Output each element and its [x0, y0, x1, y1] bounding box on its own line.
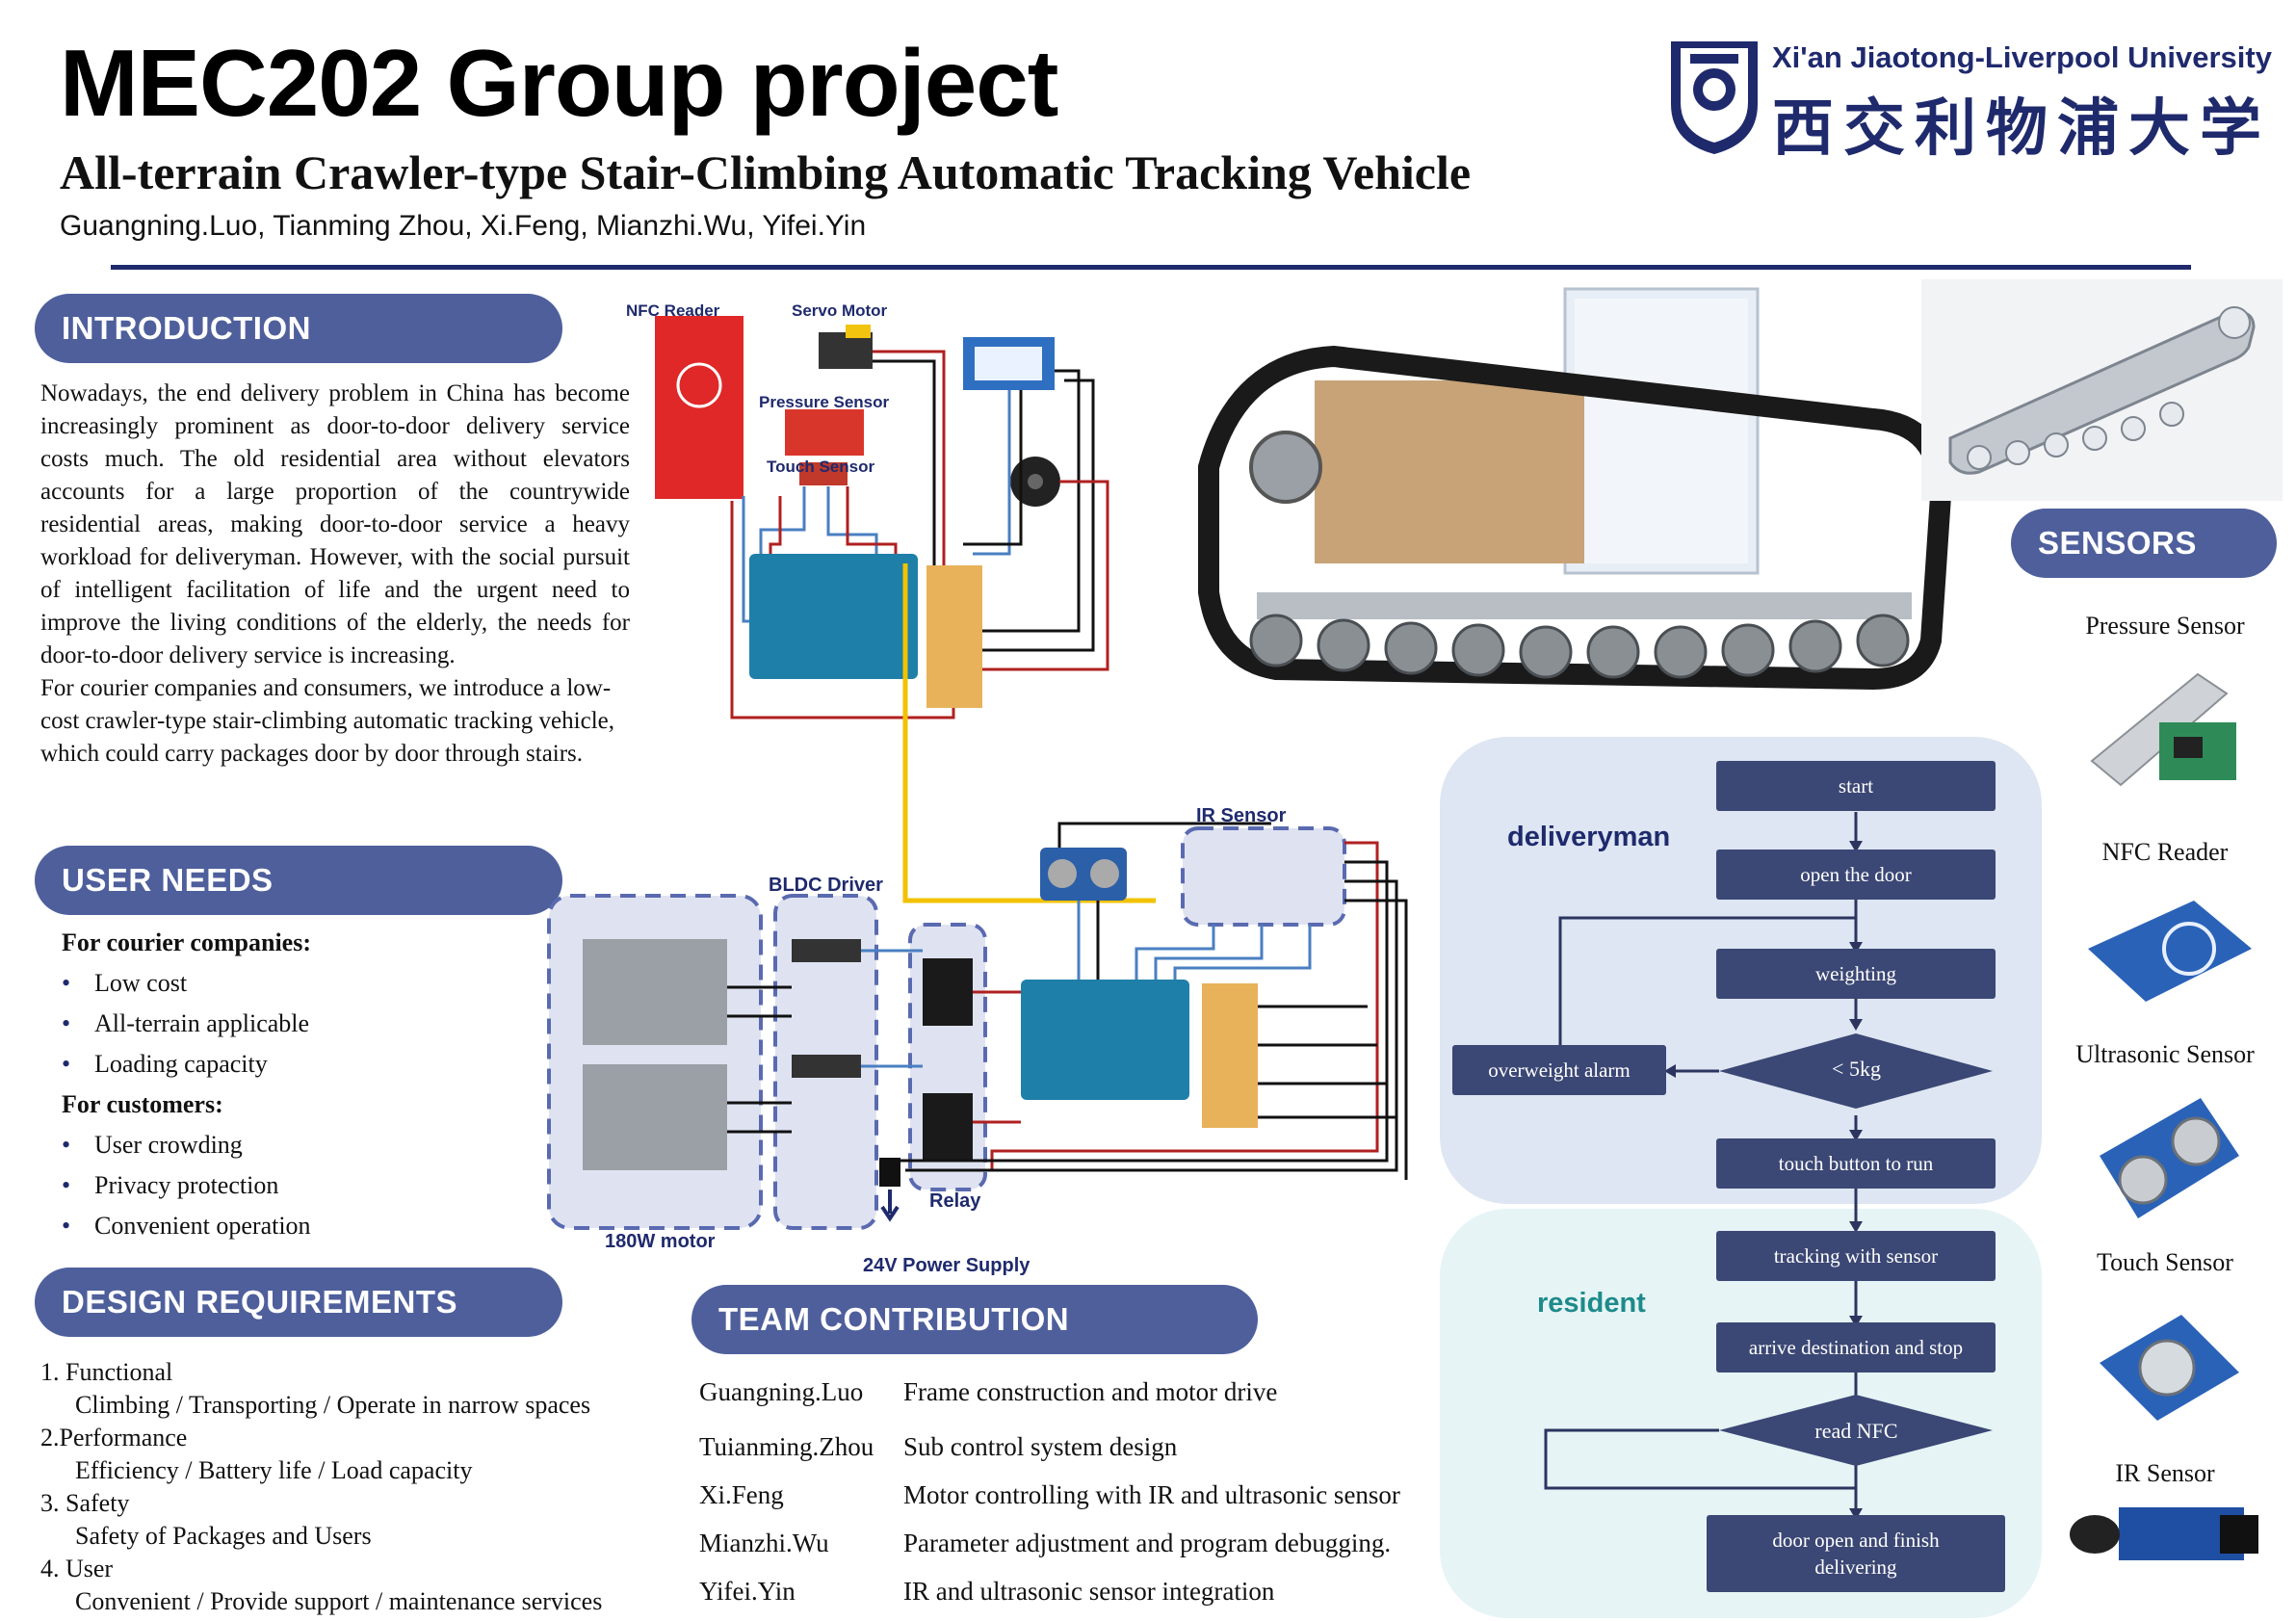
requirement-detail: Safety of Packages and Users: [75, 1522, 372, 1550]
power-supply-label: 24V Power Supply: [863, 1255, 1031, 1276]
team-member-task: Motor controlling with IR and ultrasonic…: [903, 1480, 1400, 1509]
flow-open-door: open the door: [1716, 850, 1996, 900]
university-logo: Xi'an Jiaotong-Liverpool University 西交利物…: [1666, 37, 2273, 165]
team-contribution-heading: TEAM CONTRIBUTION: [691, 1285, 1258, 1354]
vehicle-photo: [1198, 287, 1952, 691]
nfc-reader-label: NFC Reader: [626, 303, 720, 320]
user-needs-group-customers: For customers:: [62, 1090, 223, 1118]
relay-label: Relay: [929, 1190, 981, 1212]
requirement-title: 4. User: [40, 1555, 114, 1582]
sensor-label: Pressure Sensor: [2085, 612, 2245, 640]
pressure-sensor-label: Pressure Sensor: [759, 393, 890, 411]
team-member-task: Parameter adjustment and program debuggi…: [903, 1529, 1392, 1557]
resident-label: resident: [1537, 1288, 1646, 1319]
list-item: All-terrain applicable: [62, 1004, 601, 1044]
flow-tracking: tracking with sensor: [1716, 1231, 1996, 1281]
requirement-detail: Efficiency / Battery life / Load capacit…: [75, 1456, 473, 1484]
deliveryman-label: deliveryman: [1507, 822, 1671, 852]
university-crest-icon: [1671, 41, 1758, 154]
ultrasonic-sensor-image: [2100, 1098, 2239, 1218]
header-divider: [111, 265, 2191, 270]
design-requirements-heading: DESIGN REQUIREMENTS: [35, 1268, 562, 1337]
ir-sensor-image: [2070, 1507, 2258, 1560]
requirement-title: 3. Safety: [40, 1489, 130, 1517]
bldc-driver-label: BLDC Driver: [769, 875, 883, 896]
flow-read-nfc-label: read NFC: [1814, 1419, 1898, 1443]
motor-label: 180W motor: [605, 1231, 716, 1252]
sensor-label: NFC Reader: [2101, 838, 2229, 866]
sensor-label: IR Sensor: [2115, 1459, 2215, 1487]
requirement-detail: Climbing / Transporting / Operate in nar…: [75, 1391, 591, 1419]
flow-overweight-alarm: overweight alarm: [1452, 1045, 1666, 1095]
cardboard: [1315, 380, 1584, 563]
team-member-name: Yifei.Yin: [699, 1577, 796, 1606]
team-member-task: Frame construction and motor drive: [903, 1377, 1278, 1406]
arduino-uno-bottom: [1021, 980, 1189, 1100]
list-item: User crowding: [62, 1125, 601, 1165]
requirement-detail: Convenient / Provide support / maintenan…: [75, 1587, 603, 1615]
design-requirements-list: 1. Functional Climbing / Transporting / …: [40, 1356, 657, 1618]
requirement-title: 1. Functional: [40, 1358, 173, 1386]
ir-sensor-group: [1181, 826, 1346, 927]
flow-weight-check-label: < 5kg: [1832, 1057, 1881, 1081]
flow-arrive: arrive destination and stop: [1716, 1322, 1996, 1373]
introduction-body: Nowadays, the end delivery problem in Ch…: [40, 378, 630, 771]
nfc-reader-image: [2088, 901, 2252, 1002]
breadboard-top: [926, 565, 982, 708]
team-member-name: Guangning.Luo: [699, 1377, 864, 1406]
servo-motor: [819, 332, 873, 369]
sensor-label: Touch Sensor: [2097, 1248, 2233, 1276]
list-item: Privacy protection: [62, 1165, 601, 1206]
team-member-task: IR and ultrasonic sensor integration: [903, 1577, 1275, 1606]
motor-2: [583, 1064, 727, 1170]
flow-start: start: [1716, 761, 1996, 811]
user-needs-heading: USER NEEDS: [35, 846, 562, 915]
nfc-check-diamond: [1719, 1395, 1993, 1466]
list-item: Convenient operation: [62, 1206, 601, 1246]
user-needs-list: For courier companies: Low cost All-terr…: [62, 923, 601, 1246]
user-needs-group-couriers: For courier companies:: [62, 928, 311, 956]
introduction-paragraph-2: For courier companies and consumers, we …: [40, 675, 614, 767]
flowchart-connectors: [1544, 812, 1993, 1520]
team-member-name: Mianzhi.Wu: [699, 1529, 829, 1557]
sensors-heading: SENSORS: [2011, 509, 2277, 578]
arduino-uno-top: [749, 554, 918, 679]
pressure-sensor-board: [785, 409, 864, 456]
poster-subtitle: All-terrain Crawler-type Stair-Climbing …: [60, 145, 1472, 199]
university-name-en: Xi'an Jiaotong-Liverpool University: [1772, 40, 2272, 74]
motor-1: [583, 939, 727, 1045]
team-member-name: Tuianming.Zhou: [699, 1432, 874, 1461]
authors-line: Guangning.Luo, Tianming Zhou, Xi.Feng, M…: [60, 210, 867, 242]
sensor-label: Ultrasonic Sensor: [2075, 1040, 2255, 1068]
university-name-cn: 西交利物浦大学: [1772, 92, 2271, 165]
touch-sensor-board: [799, 462, 848, 485]
introduction-paragraph-1: Nowadays, the end delivery problem in Ch…: [40, 380, 630, 668]
introduction-heading: INTRODUCTION: [35, 294, 562, 363]
touch-sensor-image: [2100, 1315, 2239, 1421]
list-item: Low cost: [62, 963, 601, 1004]
servo-motor-label: Servo Motor: [792, 303, 888, 320]
poster-title: MEC202 Group project: [60, 30, 1058, 136]
weight-check-diamond: [1719, 1033, 1993, 1109]
team-member-task: Sub control system design: [903, 1432, 1178, 1461]
team-member-name: Xi.Feng: [699, 1480, 784, 1509]
requirement-title: 2.Performance: [40, 1424, 188, 1451]
chassis-rail: [1257, 592, 1912, 619]
flow-weighting: weighting: [1716, 949, 1996, 999]
pressure-sensor-image: [2090, 672, 2236, 787]
breadboard-bottom: [1202, 983, 1258, 1128]
circuit-diagram: NFC Reader Servo Motor Pressure Sensor T…: [547, 303, 1408, 1276]
list-item: Loading capacity: [62, 1044, 601, 1085]
track-cad-render: [1921, 279, 2283, 501]
touch-sensor-label: Touch Sensor: [767, 458, 874, 476]
ir-sensor-label: IR Sensor: [1196, 805, 1287, 826]
flow-finish: door open and finish delivering: [1707, 1515, 2005, 1592]
flow-touch-button: touch button to run: [1716, 1138, 1996, 1189]
